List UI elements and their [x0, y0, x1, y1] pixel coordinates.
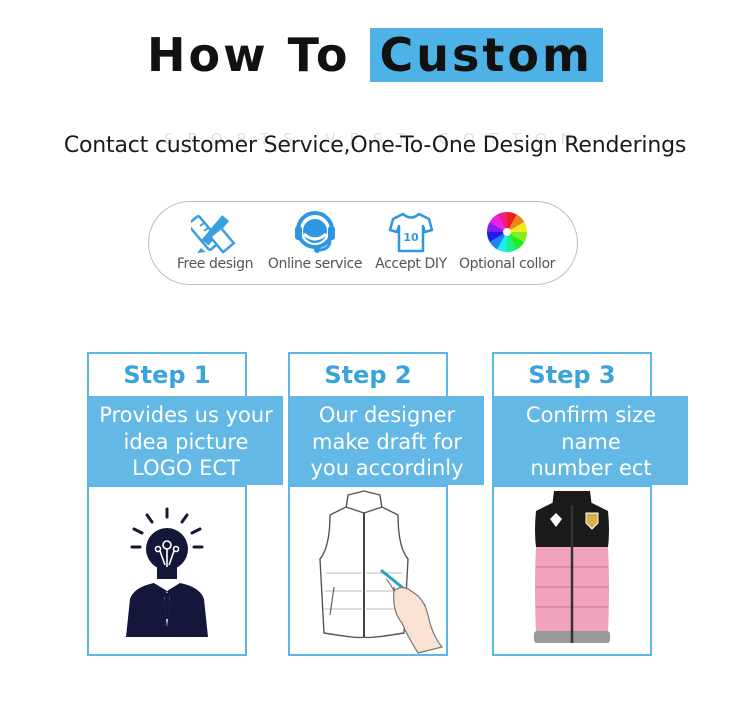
step-image: [290, 485, 446, 656]
tshirt-icon: 10: [388, 212, 434, 253]
feature-free-design: Free design: [165, 202, 265, 272]
color-wheel-segment: [497, 232, 507, 252]
step-line: you accordinly: [310, 456, 464, 480]
watermark-text: SPORTS VEST COTTON: [164, 130, 586, 148]
step-image: [89, 485, 245, 656]
step-description: Our designer make draft for you accordin…: [290, 396, 484, 485]
step-title: Step 2: [324, 361, 412, 389]
page-title: How To Custom: [0, 28, 750, 82]
color-wheel-segment: [489, 232, 507, 250]
feature-label: Free design: [176, 256, 254, 272]
color-wheel-segment: [507, 212, 517, 232]
step-line: Provides us your: [99, 403, 273, 427]
feature-label: Optional collor: [458, 256, 555, 272]
step-description: Provides us your idea picture LOGO ECT: [89, 396, 283, 485]
step-line: Our designer: [318, 403, 456, 427]
step-title: Step 1: [123, 361, 211, 389]
color-wheel-segment: [507, 214, 525, 232]
color-wheel-icon: [487, 212, 527, 252]
color-wheel-segment: [497, 212, 507, 232]
title-how-to: How To: [147, 28, 351, 82]
feature-online-service: Online service: [265, 202, 365, 272]
subtitle: Contact customer Service,One-To-One Desi…: [63, 133, 687, 158]
color-wheel-segment: [507, 232, 525, 250]
color-wheel-segment: [487, 222, 507, 232]
step-card-3: Step 3 Confirm size name number ect: [492, 352, 688, 656]
feature-optional-color: Optional collor: [457, 202, 557, 272]
vest-sketch-icon: [319, 490, 444, 654]
headset-icon: [295, 211, 335, 253]
step-line: idea picture: [123, 429, 249, 454]
step-card-1: Step 1 Provides us your idea picture LOG…: [87, 352, 283, 656]
color-wheel-segment: [507, 232, 527, 242]
tshirt-number: 10: [403, 231, 419, 244]
step-image: [494, 485, 650, 656]
feature-accept-diy: 10 Accept DIY: [361, 202, 461, 272]
step-line: number ect: [530, 456, 652, 480]
step-line: LOGO ECT: [132, 456, 240, 480]
feature-label: Accept DIY: [375, 256, 447, 272]
feature-label: Online service: [267, 256, 363, 272]
color-wheel-segment: [487, 232, 507, 242]
color-wheel-segment: [489, 214, 507, 232]
step-card-2: Step 2 Our designer make draft for you a…: [288, 352, 484, 656]
step-line: make draft for: [312, 429, 462, 454]
features-bar: Free design Online service 10 Accept DIY…: [148, 201, 578, 285]
step-line: Confirm size: [525, 403, 657, 427]
step-description: Confirm size name number ect: [494, 396, 688, 485]
title-custom-highlight: Custom: [369, 28, 603, 82]
step-title: Step 3: [528, 361, 616, 389]
color-wheel-segment: [507, 222, 527, 232]
pink-vest-icon: [534, 491, 610, 643]
step-line: name: [561, 429, 621, 454]
pencil-ruler-icon: [191, 215, 236, 254]
lightbulb-businessman-icon: [126, 507, 208, 637]
color-wheel-segment: [507, 232, 517, 252]
